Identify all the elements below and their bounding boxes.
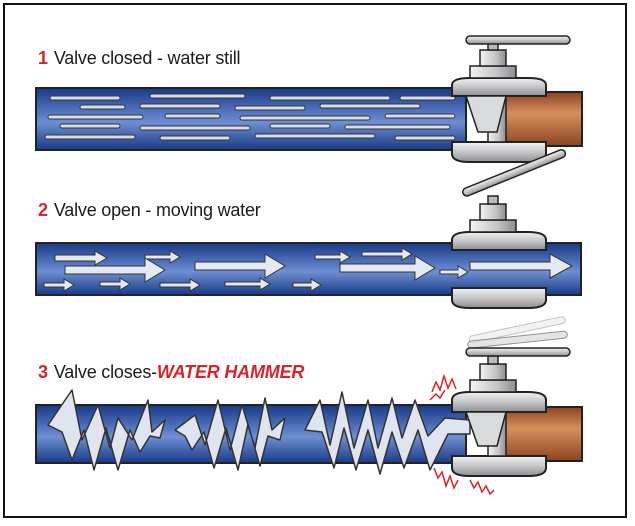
flow-arrows bbox=[43, 247, 574, 292]
pipe-2 bbox=[35, 148, 582, 309]
shock-waves bbox=[47, 389, 471, 475]
pipe-3 bbox=[35, 316, 583, 496]
panel-1-text: Valve closed - water still bbox=[53, 48, 241, 68]
valve-2 bbox=[451, 148, 567, 309]
panel-3-text: Valve closes- bbox=[53, 362, 157, 382]
water-hammer-label: WATER HAMMER bbox=[156, 362, 305, 382]
still-water-dashes bbox=[44, 93, 456, 141]
panel-2-text: Valve open - moving water bbox=[53, 200, 261, 220]
copper-pipe-1 bbox=[504, 91, 583, 147]
panel-2-number: 2 bbox=[38, 200, 48, 220]
panel-3-number: 3 bbox=[38, 362, 48, 382]
valve-1 bbox=[451, 35, 571, 163]
vibration-marks bbox=[429, 373, 495, 496]
copper-pipe-3 bbox=[504, 406, 583, 462]
valve-handle-closed bbox=[465, 35, 571, 45]
panel-1-number: 1 bbox=[38, 48, 48, 68]
valve-3 bbox=[451, 316, 571, 477]
valve-handle-closing bbox=[465, 316, 571, 357]
valve-handle-open bbox=[462, 148, 567, 197]
pipe-1 bbox=[35, 35, 583, 163]
